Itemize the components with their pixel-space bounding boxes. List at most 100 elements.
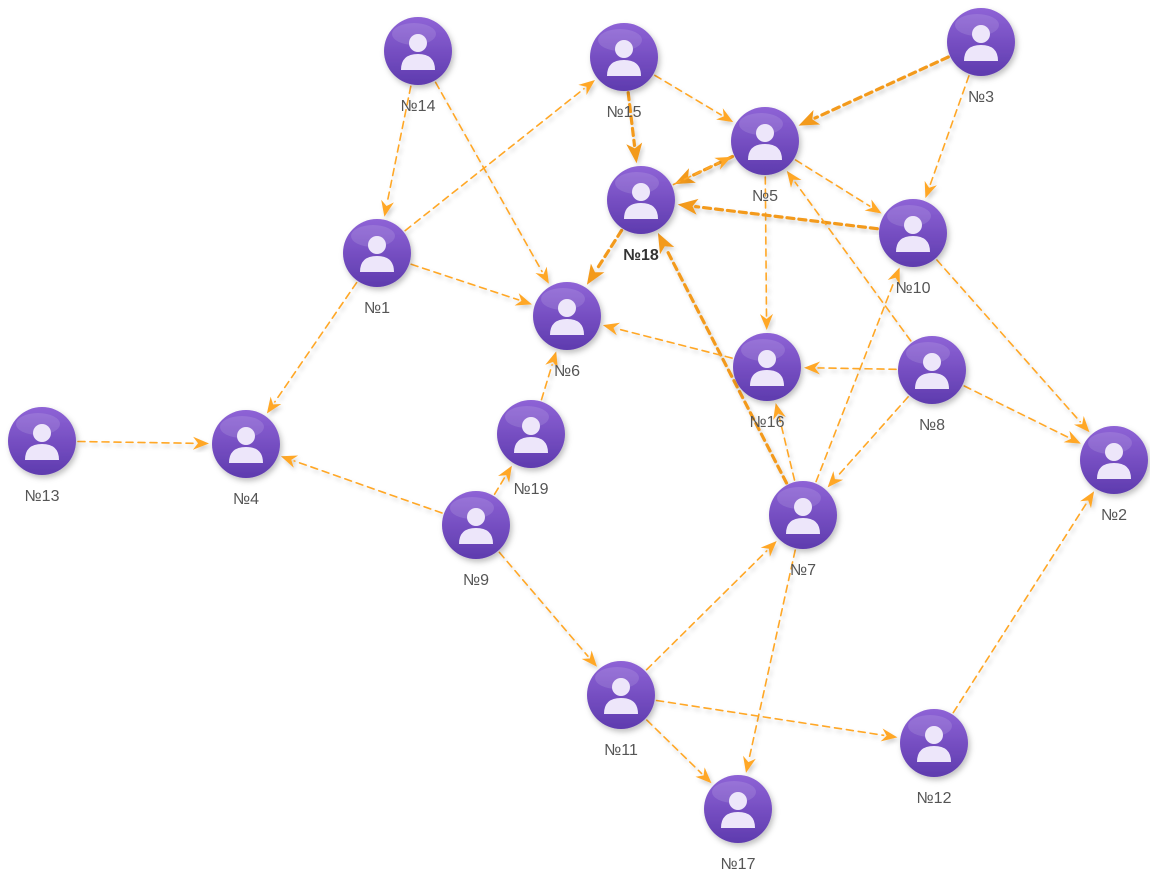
- person-body: [624, 203, 658, 219]
- node-label: №19: [514, 481, 549, 498]
- edge-11-to-12[interactable]: [655, 699, 898, 742]
- node-18[interactable]: №18: [607, 166, 675, 264]
- edge-15-to-18[interactable]: [626, 91, 643, 164]
- edge-line: [404, 87, 585, 232]
- edge-12-to-2[interactable]: [952, 491, 1095, 714]
- edge-arrowhead: [760, 313, 773, 330]
- edge-19-to-6[interactable]: [540, 351, 558, 401]
- person-body: [721, 812, 755, 828]
- edge-9-to-4[interactable]: [280, 455, 443, 514]
- user-avatar-icon: [514, 417, 548, 453]
- node-2[interactable]: №2: [1080, 426, 1148, 524]
- user-avatar-icon: [360, 236, 394, 272]
- node-15[interactable]: №15: [590, 23, 658, 121]
- edge-14-to-6[interactable]: [434, 81, 549, 284]
- edge-8-to-2[interactable]: [963, 385, 1081, 444]
- node-label: №10: [896, 280, 931, 297]
- person-body: [1097, 463, 1131, 479]
- edge-arrowhead: [602, 322, 620, 336]
- node-3[interactable]: №3: [947, 8, 1015, 106]
- edge-18-to-5[interactable]: [672, 156, 732, 186]
- edge-line: [963, 385, 1070, 439]
- edge-9-to-11[interactable]: [498, 551, 597, 667]
- edge-1-to-4[interactable]: [266, 281, 358, 414]
- edge-line: [493, 476, 506, 496]
- edge-line: [615, 327, 733, 359]
- node-label: №2: [1101, 507, 1127, 524]
- person-body: [25, 444, 59, 460]
- edge-1-to-15[interactable]: [404, 80, 595, 232]
- node-17[interactable]: №17: [704, 775, 772, 873]
- person-head: [756, 124, 774, 142]
- edge-8-to-5[interactable]: [786, 170, 912, 342]
- edge-arrowhead: [586, 263, 605, 285]
- edge-13-to-4[interactable]: [77, 436, 209, 450]
- edge-arrowhead: [887, 267, 900, 285]
- edge-line: [273, 281, 358, 403]
- edge-arrowhead: [192, 436, 209, 450]
- edge-line: [936, 259, 1081, 423]
- node-11[interactable]: №11: [587, 661, 655, 759]
- edge-arrowhead: [1063, 430, 1081, 444]
- edge-line: [778, 415, 796, 481]
- edge-arrowhead: [773, 403, 786, 420]
- edge-arrowhead: [1074, 416, 1090, 433]
- node-4[interactable]: №4: [212, 410, 280, 508]
- node-1[interactable]: №1: [343, 219, 411, 317]
- edge-3-to-10[interactable]: [924, 75, 970, 199]
- edge-5-to-10[interactable]: [794, 159, 882, 214]
- edge-3-to-5[interactable]: [798, 55, 950, 126]
- node-8[interactable]: №8: [898, 336, 966, 434]
- node-label: №15: [607, 104, 642, 121]
- node-10[interactable]: №10: [879, 199, 947, 297]
- edge-7-to-17[interactable]: [743, 549, 797, 773]
- user-avatar-icon: [550, 299, 584, 335]
- edge-18-to-6[interactable]: [586, 228, 624, 285]
- node-13[interactable]: №13: [8, 407, 76, 505]
- edge-7-to-10[interactable]: [815, 267, 900, 483]
- node-label: №7: [790, 562, 816, 579]
- edge-arrowhead: [716, 108, 734, 123]
- edge-11-to-17[interactable]: [645, 719, 712, 784]
- node-label: №12: [917, 790, 952, 807]
- person-head: [904, 216, 922, 234]
- node-6[interactable]: №6: [533, 282, 601, 380]
- node-7[interactable]: №7: [769, 481, 837, 579]
- edge-8-to-7[interactable]: [827, 396, 909, 488]
- edge-16-to-6[interactable]: [602, 322, 733, 359]
- edge-15-to-5[interactable]: [654, 74, 734, 123]
- user-avatar-icon: [748, 124, 782, 160]
- person-body: [607, 60, 641, 76]
- edge-14-to-1[interactable]: [381, 85, 412, 217]
- person-head: [368, 236, 386, 254]
- user-avatar-icon: [624, 183, 658, 219]
- edge-9-to-19[interactable]: [493, 465, 512, 496]
- node-16[interactable]: №16: [733, 333, 801, 431]
- node-label: №16: [750, 414, 785, 431]
- edge-7-to-18[interactable]: [657, 232, 789, 485]
- person-body: [964, 45, 998, 61]
- person-body: [229, 447, 263, 463]
- node-label: №17: [721, 856, 756, 873]
- user-avatar-icon: [459, 508, 493, 544]
- node-19[interactable]: №19: [497, 400, 565, 498]
- person-head: [33, 424, 51, 442]
- edge-1-to-6[interactable]: [410, 263, 532, 306]
- edge-5-to-16[interactable]: [760, 176, 773, 330]
- edge-11-to-7[interactable]: [645, 541, 777, 671]
- edge-8-to-16[interactable]: [804, 361, 897, 375]
- person-body: [915, 373, 949, 389]
- edge-7-to-16[interactable]: [773, 403, 796, 481]
- node-9[interactable]: №9: [442, 491, 510, 589]
- node-5[interactable]: №5: [731, 107, 799, 205]
- user-avatar-icon: [917, 726, 951, 762]
- edge-10-to-2[interactable]: [936, 259, 1090, 433]
- person-head: [1105, 443, 1123, 461]
- edge-10-to-18[interactable]: [677, 198, 879, 231]
- edge-arrowhead: [545, 351, 558, 369]
- node-12[interactable]: №12: [900, 709, 968, 807]
- edge-arrowhead: [1080, 491, 1095, 509]
- node-14[interactable]: №14: [384, 17, 452, 115]
- person-head: [612, 678, 630, 696]
